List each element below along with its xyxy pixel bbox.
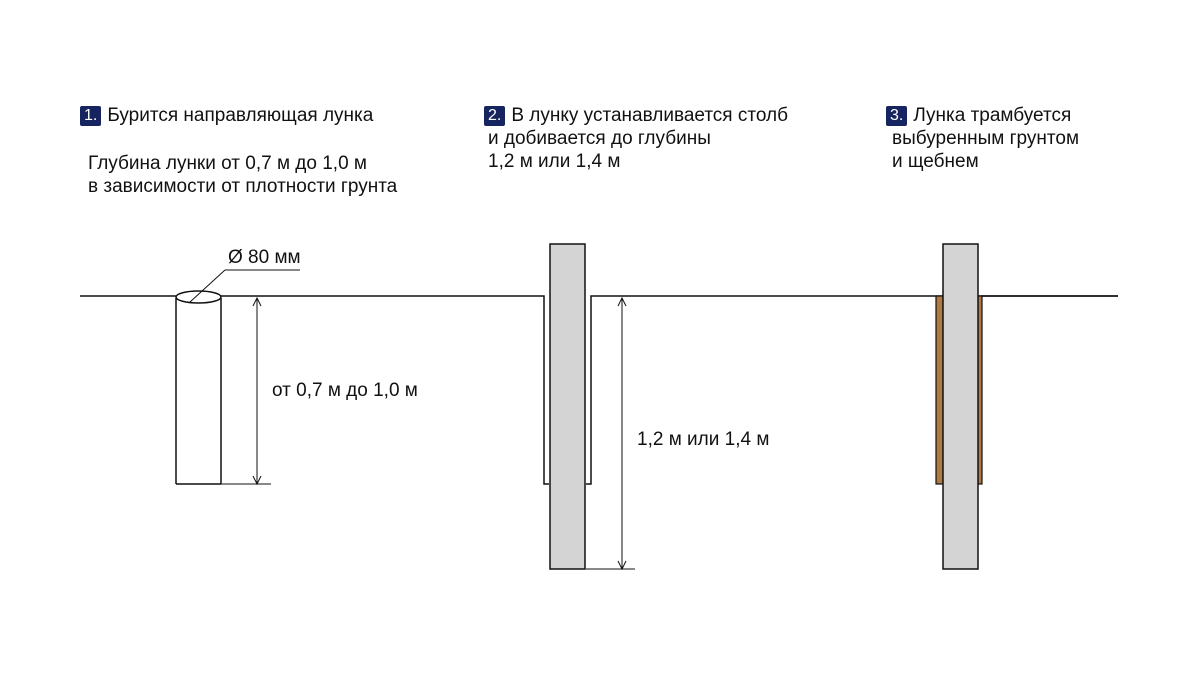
step2-line1: В лунку устанавливается столб — [511, 105, 788, 126]
step2-post — [549, 243, 586, 570]
step1-depth-dimension — [221, 296, 271, 486]
step2-depth-dimension — [586, 296, 635, 571]
step3-heading: 3. Лунка трамбуется выбуренным грунтом и… — [886, 104, 1079, 173]
step2-number-badge: 2. — [484, 105, 506, 126]
step2-ground — [530, 295, 1118, 485]
step3-number-badge: 3. — [886, 105, 908, 126]
step1-note: Глубина лунки от 0,7 м до 1,0 м в зависи… — [88, 152, 397, 198]
step1-number-badge: 1. — [80, 105, 102, 126]
step3-post — [942, 243, 979, 570]
step1-hole — [175, 290, 222, 485]
step3-line3: и щебнем — [892, 151, 979, 172]
step1-note-line1: Глубина лунки от 0,7 м до 1,0 м — [88, 153, 367, 174]
step2-line2: и добивается до глубины — [488, 128, 711, 149]
step3-line2: выбуренным грунтом — [892, 128, 1080, 149]
step1-depth-label: от 0,7 м до 1,0 м — [272, 380, 418, 401]
step3-line1: Лунка трамбуется — [913, 105, 1072, 126]
diameter-label: Ø 80 мм — [228, 247, 301, 268]
diameter-leader-line — [189, 269, 226, 303]
step2-heading: 2. В лунку устанавливается столб и добив… — [484, 104, 788, 173]
step2-depth-label: 1,2 м или 1,4 м — [637, 429, 770, 450]
step1-note-line2: в зависимости от плотности грунта — [88, 176, 398, 197]
step1-title: Бурится направляющая лунка — [107, 105, 374, 126]
step1-heading: 1. Бурится направляющая лунка — [80, 104, 373, 127]
step2-line3: 1,2 м или 1,4 м — [488, 151, 621, 172]
